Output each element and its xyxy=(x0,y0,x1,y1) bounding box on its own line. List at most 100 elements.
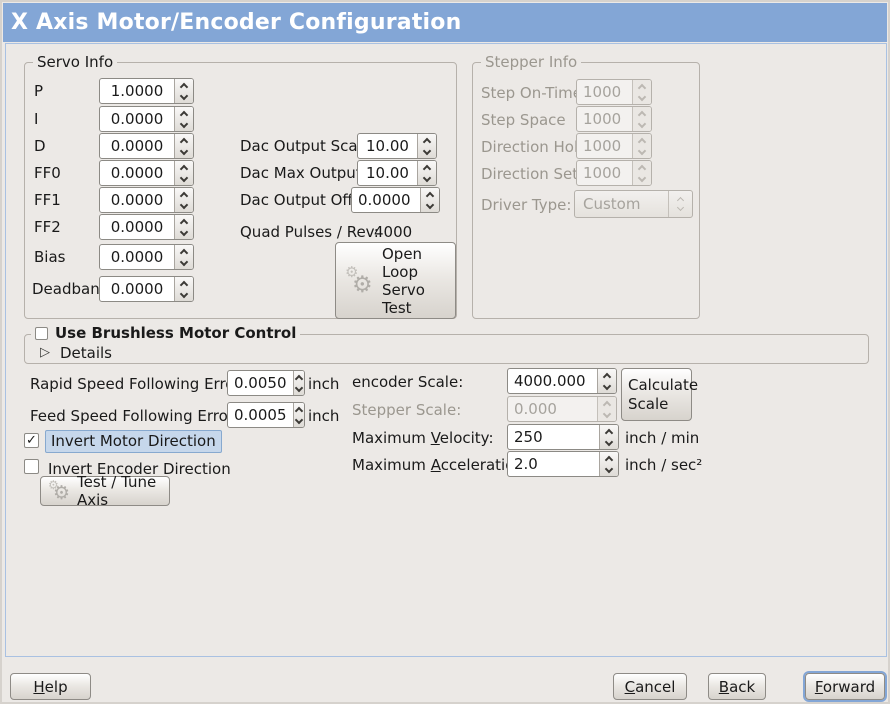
chevron-down-icon xyxy=(179,200,189,209)
p-value[interactable]: 1.0000 xyxy=(110,82,164,100)
spin-up-button[interactable] xyxy=(294,403,305,415)
maximum-velocity-value[interactable]: 250 xyxy=(514,428,543,446)
dac-output-scale-value[interactable]: 10.00 xyxy=(366,137,409,155)
maximum-velocity-label: Maximum Velocity: xyxy=(352,429,494,447)
direction-hold-value: 1000 xyxy=(583,137,622,155)
bias-spinbox[interactable]: 0.0000 xyxy=(99,244,194,270)
maximum-acceleration-spinbox[interactable]: 2.0 xyxy=(507,451,619,477)
spin-down-button[interactable] xyxy=(418,146,436,158)
p-spinbox[interactable]: 1.0000 xyxy=(99,78,194,104)
ff2-value[interactable]: 0.0000 xyxy=(110,218,164,236)
spin-up-button[interactable] xyxy=(175,188,193,200)
spin-up-button[interactable] xyxy=(175,277,193,289)
spin-down-button[interactable] xyxy=(175,173,193,185)
maximum-velocity-spinbox[interactable]: 250 xyxy=(507,424,619,450)
chevron-down-icon xyxy=(637,146,647,155)
page-title-bar: X Axis Motor/Encoder Configuration xyxy=(3,3,887,42)
deadband-value[interactable]: 0.0000 xyxy=(110,280,164,298)
d-spinner xyxy=(174,134,193,158)
test-tune-axis-button[interactable]: ⚙ ⚙ Test / Tune Axis xyxy=(40,473,170,509)
rapid-following-error-spinbox[interactable]: 0.0050 xyxy=(227,370,305,396)
spin-down-button[interactable] xyxy=(598,381,616,393)
spin-down-button[interactable] xyxy=(175,200,193,212)
spin-down-button[interactable] xyxy=(294,383,305,395)
spin-down-button[interactable] xyxy=(175,119,193,131)
help-button[interactable]: Help xyxy=(10,673,91,700)
direction-hold-spinbox: 1000 xyxy=(576,133,652,159)
spin-up-button xyxy=(598,397,616,409)
invert-encoder-checkbox[interactable] xyxy=(24,459,39,474)
spin-up-button[interactable] xyxy=(600,425,618,437)
open-loop-servo-test-button[interactable]: ⚙ ⚙ Open Loop Servo Test xyxy=(335,242,456,319)
spin-down-button xyxy=(633,92,651,104)
d-value[interactable]: 0.0000 xyxy=(110,137,164,155)
details-expander-icon[interactable]: ▷ xyxy=(40,345,50,360)
spin-down-button[interactable] xyxy=(418,173,436,185)
feed-following-error-value[interactable]: 0.0005 xyxy=(234,406,287,424)
spin-up-button[interactable] xyxy=(600,452,618,464)
spin-down-button[interactable] xyxy=(600,437,618,449)
chevron-down-icon xyxy=(179,289,189,298)
encoder-scale-spinbox[interactable]: 4000.000 xyxy=(507,368,617,394)
chevron-down-icon xyxy=(425,200,435,209)
spin-up-button[interactable] xyxy=(175,245,193,257)
spin-down-button[interactable] xyxy=(175,227,193,239)
bias-value[interactable]: 0.0000 xyxy=(110,248,164,266)
back-button[interactable]: Back xyxy=(708,673,766,700)
rapid-following-error-value[interactable]: 0.0050 xyxy=(234,374,287,392)
spin-up-button[interactable] xyxy=(175,134,193,146)
spin-down-button[interactable] xyxy=(600,464,618,476)
spin-up-button[interactable] xyxy=(598,369,616,381)
dac-output-offset-spinbox[interactable]: 0.0000 xyxy=(351,187,440,213)
spin-down-button[interactable] xyxy=(421,200,439,212)
dac-output-scale-spinbox[interactable]: 10.00 xyxy=(357,133,437,159)
ff0-value[interactable]: 0.0000 xyxy=(110,164,164,182)
spin-up-button[interactable] xyxy=(294,371,305,383)
spin-up-button[interactable] xyxy=(175,215,193,227)
spin-down-button xyxy=(598,409,616,421)
forward-button[interactable]: Forward xyxy=(805,673,885,700)
spin-up-button[interactable] xyxy=(418,161,436,173)
encoder-scale-value[interactable]: 4000.000 xyxy=(514,372,586,390)
ff2-spinbox[interactable]: 0.0000 xyxy=(99,214,194,240)
invert-motor-label[interactable]: Invert Motor Direction xyxy=(45,430,222,453)
spin-down-button[interactable] xyxy=(175,257,193,269)
spin-down-button[interactable] xyxy=(175,289,193,301)
chevron-up-icon xyxy=(294,406,303,415)
deadband-spinbox[interactable]: 0.0000 xyxy=(99,276,194,302)
dac-output-offset-value[interactable]: 0.0000 xyxy=(358,191,411,209)
invert-motor-checkbox[interactable]: ✓ xyxy=(24,433,39,448)
quad-pulses-value: 4000 xyxy=(374,223,413,241)
dac-output-offset-label: Dac Output Offset: xyxy=(240,191,381,209)
step-space-value: 1000 xyxy=(583,110,622,128)
cancel-button[interactable]: Cancel xyxy=(613,673,687,700)
chevron-up-icon xyxy=(637,137,647,146)
calculate-scale-button[interactable]: Calculate Scale xyxy=(621,368,698,421)
feed-following-error-spinbox[interactable]: 0.0005 xyxy=(227,402,305,428)
dac-max-output-spinbox[interactable]: 10.00 xyxy=(357,160,437,186)
spin-down-button[interactable] xyxy=(294,415,305,427)
spin-up-button[interactable] xyxy=(418,134,436,146)
dac-max-output-value[interactable]: 10.00 xyxy=(366,164,409,182)
spin-up-button[interactable] xyxy=(175,107,193,119)
spin-up-button[interactable] xyxy=(175,79,193,91)
ff1-spinner xyxy=(174,188,193,212)
spin-down-button[interactable] xyxy=(175,146,193,158)
details-expander-label[interactable]: Details xyxy=(60,344,113,362)
chevron-down-icon xyxy=(179,91,189,100)
use-brushless-checkbox[interactable] xyxy=(35,326,48,340)
maximum-acceleration-value[interactable]: 2.0 xyxy=(514,455,538,473)
direction-setup-value: 1000 xyxy=(583,164,622,182)
spin-down-button[interactable] xyxy=(175,91,193,103)
i-spinbox[interactable]: 0.0000 xyxy=(99,106,194,132)
i-value[interactable]: 0.0000 xyxy=(110,110,164,128)
ff0-spinbox[interactable]: 0.0000 xyxy=(99,160,194,186)
step-space-spinbox: 1000 xyxy=(576,106,652,132)
ff1-spinbox[interactable]: 0.0000 xyxy=(99,187,194,213)
invert-encoder-label[interactable]: Invert Encoder Direction xyxy=(48,460,231,478)
ff1-value[interactable]: 0.0000 xyxy=(110,191,164,209)
ff2-spinner xyxy=(174,215,193,239)
spin-up-button[interactable] xyxy=(175,161,193,173)
d-spinbox[interactable]: 0.0000 xyxy=(99,133,194,159)
spin-up-button[interactable] xyxy=(421,188,439,200)
